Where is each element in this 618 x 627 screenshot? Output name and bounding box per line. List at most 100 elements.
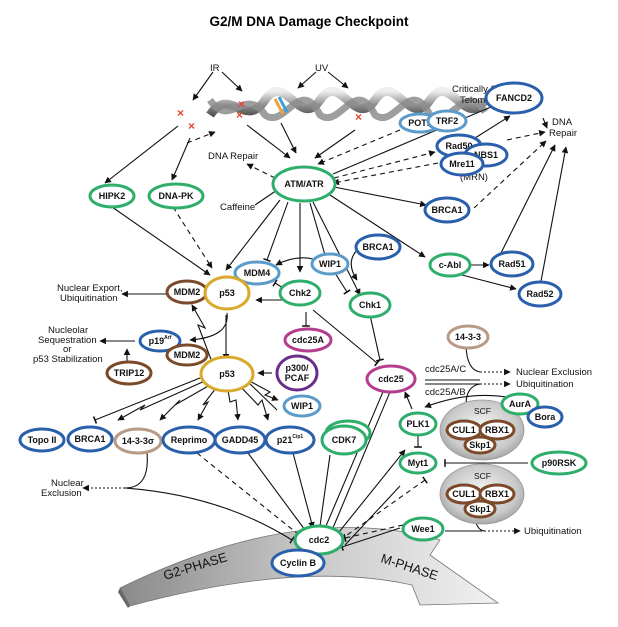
node-trip12[interactable]: TRIP12 — [105, 360, 153, 386]
node-fancd2[interactable]: FANCD2 — [484, 81, 544, 115]
nuclear-export-line1: Nuclear Export, — [57, 283, 122, 294]
scf-label-2: SCF — [474, 471, 491, 481]
node-label: MDM2 — [174, 350, 201, 360]
node-cdc25[interactable]: cdc25 — [365, 364, 417, 394]
svg-text:×: × — [188, 119, 195, 133]
node-shape — [275, 354, 319, 392]
svg-text:×: × — [177, 106, 184, 120]
node-p53-mid[interactable]: p53 — [199, 355, 255, 393]
dna-repair-right-line1: DNA — [552, 117, 573, 128]
node-label: MDM2 — [174, 287, 201, 297]
node-cdk7[interactable]: CDK7 — [320, 419, 372, 456]
node-shape — [526, 405, 564, 429]
node-shape — [401, 516, 445, 542]
node-shape — [283, 327, 333, 353]
node-shape — [446, 324, 490, 350]
node-wip1-top[interactable]: WIP1 — [310, 252, 350, 276]
node-shape — [203, 275, 251, 311]
node-shape — [426, 109, 468, 133]
node-shape — [270, 548, 326, 578]
nucleolar-line3: or — [63, 344, 71, 355]
node-label: Chk2 — [289, 288, 311, 298]
node-brca1-mid[interactable]: BRCA1 — [354, 233, 402, 261]
node-skp1-a[interactable]: Skp1 — [463, 435, 497, 455]
node-label: Skp1 — [469, 440, 491, 450]
node-hipk2[interactable]: HIPK2 — [88, 183, 136, 209]
node-shape — [113, 427, 163, 455]
node-mdm2-mid[interactable]: MDM2 — [165, 343, 209, 367]
dna-repair-right-line2: Repair — [549, 128, 577, 139]
node-label: cdc25 — [378, 374, 404, 384]
node-bora[interactable]: Bora — [526, 405, 564, 429]
node-s1433sigma[interactable]: 14-3-3σ — [113, 427, 163, 455]
node-mre11[interactable]: Mre11 — [439, 151, 485, 177]
svg-text:×: × — [355, 110, 362, 124]
node-shape — [398, 411, 438, 437]
node-label: PLK1 — [406, 419, 429, 429]
svg-text:×: × — [236, 108, 243, 122]
nuclear-exclusion-right: Nuclear Exclusion — [516, 367, 592, 378]
node-label: Topo II — [28, 435, 57, 445]
svg-text:×: × — [238, 97, 245, 111]
telomeres-label-line2: Telomeres — [460, 95, 504, 106]
node-rad52[interactable]: Rad52 — [517, 280, 563, 308]
node-reprimo[interactable]: Reprimo — [161, 425, 217, 455]
mrn-label: (MRN) — [460, 172, 488, 183]
node-s1433[interactable]: 14-3-3 — [446, 324, 490, 350]
node-skp1-b[interactable]: Skp1 — [463, 499, 497, 519]
node-chk2[interactable]: Chk2 — [278, 279, 322, 307]
node-label: Chk1 — [359, 300, 381, 310]
node-myt1[interactable]: Myt1 — [398, 451, 438, 475]
node-label: MDM4 — [244, 268, 271, 278]
node-label: cdc2 — [309, 535, 330, 545]
node-label: ATM/ATR — [284, 179, 324, 189]
node-atm-atr[interactable]: ATM/ATR — [271, 165, 337, 203]
node-label: DNA-PK — [159, 191, 194, 201]
node-p19arf[interactable]: p19Arf — [138, 329, 182, 353]
dna-repair-label: DNA Repair — [208, 151, 258, 162]
node-p90rsk[interactable]: p90RSK — [530, 450, 588, 476]
node-shape — [484, 81, 544, 115]
node-aura[interactable]: AurA — [500, 392, 540, 416]
node-cdc2[interactable]: cdc2 — [293, 524, 345, 556]
node-chk1[interactable]: Chk1 — [348, 291, 392, 319]
node-rbx1-a[interactable]: RBX1 — [478, 419, 516, 441]
node-shape — [463, 499, 497, 519]
pathway-edges — [82, 71, 569, 551]
node-plk1[interactable]: PLK1 — [398, 411, 438, 437]
node-rbx1-b[interactable]: RBX1 — [478, 483, 516, 505]
node-trf2[interactable]: TRF2 — [426, 109, 468, 133]
nucleolar-line2: Sequestration — [38, 335, 97, 346]
node-label: 14-3-3 — [455, 332, 481, 342]
node-p53-top[interactable]: p53 — [203, 275, 251, 311]
node-p21[interactable]: p21Cip1 — [264, 425, 316, 455]
caffeine-label: Caffeine — [220, 202, 255, 213]
node-label: Rad51 — [498, 259, 525, 269]
node-rad51[interactable]: Rad51 — [489, 250, 535, 278]
node-dnapk[interactable]: DNA-PK — [147, 182, 205, 210]
node-brca1-low[interactable]: BRCA1 — [66, 425, 114, 453]
node-cabl[interactable]: c-Abl — [428, 252, 472, 278]
node-label: RBX1 — [485, 489, 509, 499]
nuclear-exclusion-left-line2: Exclusion — [41, 488, 82, 499]
annotation-labels: IR UV Critically Short Telomeres DNA Rep… — [33, 63, 592, 537]
node-cdc25a[interactable]: cdc25A — [283, 327, 333, 353]
node-label: TRF2 — [436, 116, 459, 126]
node-mdm2-top[interactable]: MDM2 — [165, 279, 209, 305]
node-wee1[interactable]: Wee1 — [401, 516, 445, 542]
node-shape — [320, 424, 368, 456]
nucleolar-line1: Nucleolar — [48, 325, 88, 336]
node-topo2[interactable]: Topo II — [18, 427, 66, 453]
node-gadd45[interactable]: GADD45 — [213, 425, 267, 455]
node-brca1-top[interactable]: BRCA1 — [423, 196, 471, 224]
node-wip1-mid[interactable]: WIP1 — [282, 394, 322, 418]
node-shape — [105, 360, 153, 386]
node-shape — [348, 291, 392, 319]
node-p300[interactable]: p300/PCAF — [275, 354, 319, 392]
node-cyclinb[interactable]: Cyclin B — [270, 548, 326, 578]
node-shape — [278, 279, 322, 307]
node-mdm4[interactable]: MDM4 — [233, 260, 281, 286]
node-shape — [88, 183, 136, 209]
